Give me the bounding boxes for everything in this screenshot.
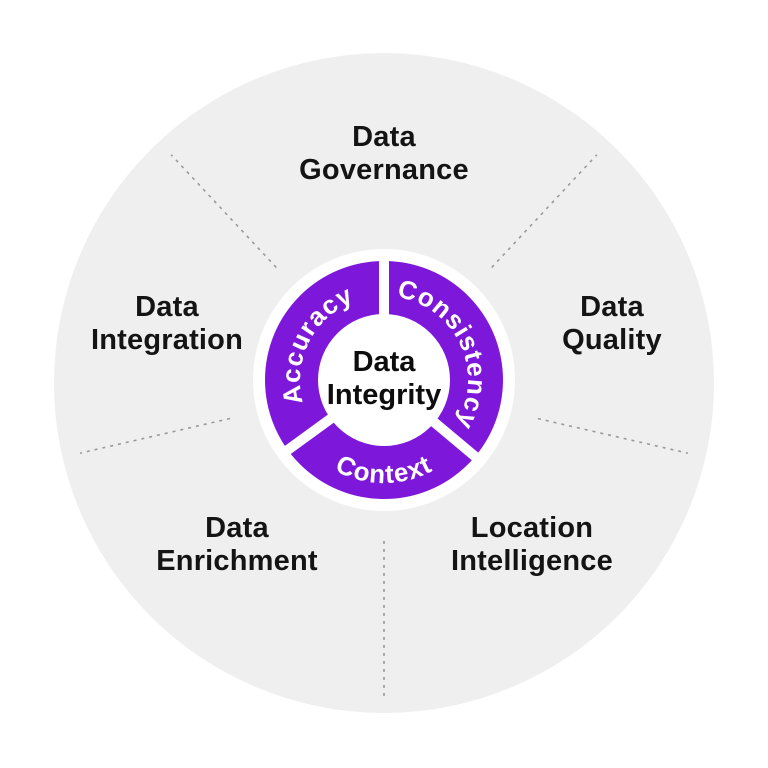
center-label-line1: Data [352,346,416,378]
sector-label-line: Data [580,291,644,323]
divider-lower-right [537,417,689,454]
ring-gap-lower-right [422,411,485,466]
center-label-line2: Integrity [326,379,442,412]
divider-lower-left [79,417,231,454]
sector-label-data-governance: Data Governance [214,121,554,187]
sector-divider-lines [79,154,689,699]
sector-label-line: Data [205,512,269,544]
sector-label-line: Quality [562,324,662,357]
sector-label-location-intelligence: Location Intelligence [392,512,672,578]
sector-label-data-quality: Data Quality [472,291,752,357]
ring-segment-gaps [278,253,485,466]
center-label-data-integrity: Data Integrity [274,346,494,412]
sector-label-line: Intelligence [451,545,613,578]
sector-label-line: Integration [90,324,244,357]
sector-label-line: Data [135,291,199,323]
ring-gap-lower-left [278,408,343,459]
center-circle [318,314,450,446]
divider-upper-left [170,154,277,268]
sector-label-data-enrichment: Data Enrichment [97,512,377,578]
sector-label-line: Location [470,512,594,544]
sector-label-line: Governance [299,154,469,187]
sector-label-line: Data [352,121,416,153]
divider-upper-right [491,154,598,268]
sector-label-data-integration: Data Integration [27,291,307,357]
sector-label-line: Enrichment [156,545,318,578]
